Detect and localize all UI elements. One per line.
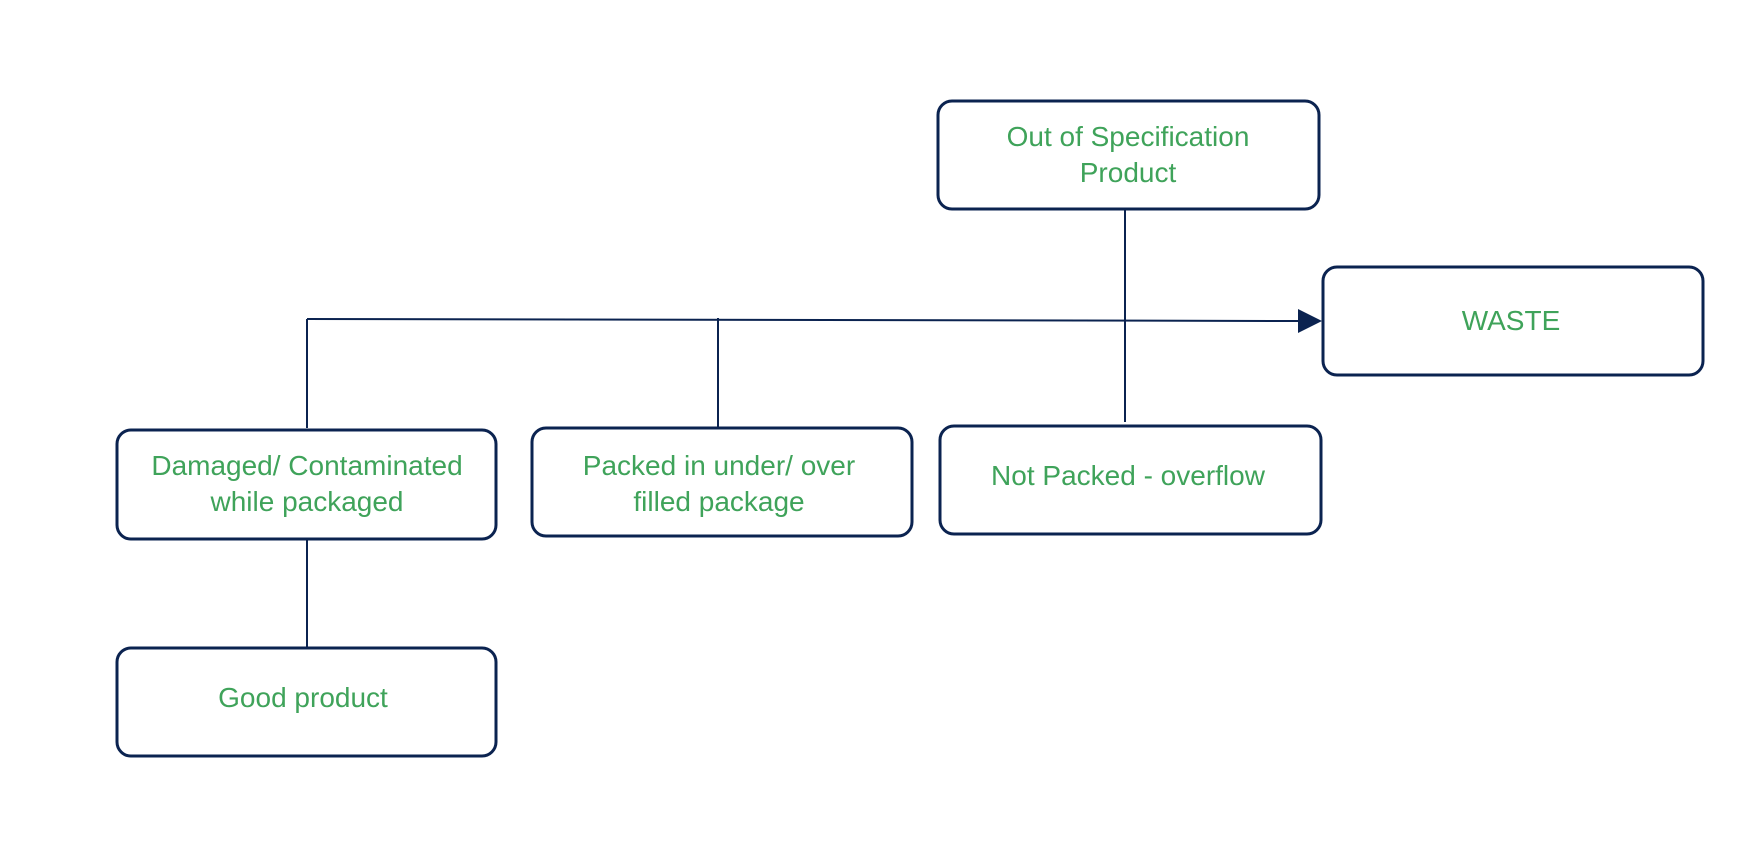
- node-damaged-contaminated: Damaged/ Contaminated while packaged: [115, 428, 498, 541]
- node-good-product: Good product: [115, 646, 498, 758]
- node-label-good-product: Good product: [218, 682, 388, 713]
- node-box-out-of-specification: [936, 99, 1321, 211]
- node-box-not-packed-overflow: [938, 424, 1323, 536]
- node-label-damaged-line1: Damaged/ Contaminated: [151, 450, 462, 481]
- node-label-out-of-specification-line2: Product: [1080, 157, 1177, 188]
- node-box-damaged-contaminated: [115, 428, 498, 541]
- node-out-of-specification: Out of Specification Product: [936, 99, 1321, 211]
- connector-horizontal-to-waste: [306, 318, 1301, 322]
- node-label-packed-line1: Packed in under/ over: [583, 450, 855, 481]
- node-not-packed-overflow: Not Packed - overflow: [938, 424, 1323, 536]
- node-label-packed-line2: filled package: [633, 486, 804, 517]
- node-box-waste: [1321, 265, 1705, 377]
- node-box-packed-under-over: [530, 426, 914, 538]
- node-label-damaged-line2: while packaged: [209, 486, 403, 517]
- node-waste: WASTE: [1321, 265, 1705, 377]
- connectors: [306, 210, 1322, 648]
- node-box-good-product: [115, 646, 498, 758]
- node-label-out-of-specification-line1: Out of Specification: [1007, 121, 1250, 152]
- node-label-not-packed: Not Packed - overflow: [991, 460, 1266, 491]
- node-packed-under-over: Packed in under/ over filled package: [530, 426, 914, 538]
- arrowhead-to-waste: [1298, 309, 1322, 333]
- node-label-waste: WASTE: [1462, 305, 1561, 336]
